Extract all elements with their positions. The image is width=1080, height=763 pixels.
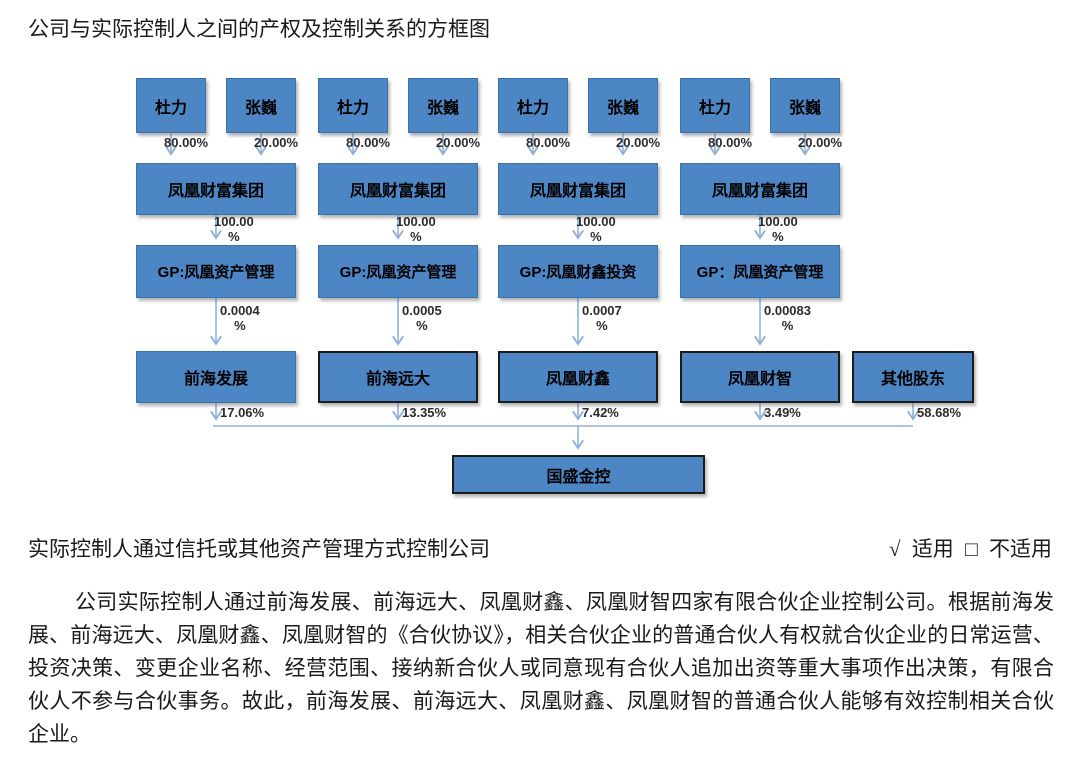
gp-box: GP：凤凰资产管理 <box>680 245 840 298</box>
other-shareholders-label: 其他股东 <box>880 371 945 388</box>
shareholder-name: 张巍 <box>606 99 639 117</box>
gp-name: GP:凤凰资产管理 <box>157 264 275 281</box>
gp-box: GP:凤凰资产管理 <box>136 245 296 298</box>
ownership-pct-label: 58.68% <box>917 405 962 420</box>
ownership-pct-label: 7.42% <box>582 405 619 420</box>
partnership-box: 前海发展 <box>136 351 296 403</box>
other-shareholders-box: 其他股东 <box>852 351 974 403</box>
ownership-pct-label: 20.00% <box>798 135 843 150</box>
partnership-name: 凤凰财鑫 <box>545 371 610 388</box>
ownership-pct-label: 100.00% <box>214 214 254 244</box>
ownership-pct-label: 0.0007% <box>582 303 622 333</box>
ownership-column: 杜力 张巍 80.00% 20.00% 凤凰财富集团 100.00% GP：凤凰… <box>680 0 843 520</box>
ownership-pct-label: 20.00% <box>616 135 661 150</box>
shareholder-box-duli: 杜力 <box>498 78 568 133</box>
shareholder-name: 张巍 <box>244 99 277 117</box>
shareholder-name: 张巍 <box>426 99 459 117</box>
gp-name: GP：凤凰资产管理 <box>696 264 824 281</box>
ownership-pct-label: 100.00% <box>396 214 436 244</box>
body-paragraph: 公司实际控制人通过前海发展、前海远大、凤凰财鑫、凤凰财智四家有限合伙企业控制公司… <box>28 590 1054 746</box>
ownership-pct-label: 17.06% <box>220 405 265 420</box>
page-title: 公司与实际控制人之间的产权及控制关系的方框图 <box>28 17 490 41</box>
ownership-pct-label: 20.00% <box>254 135 299 150</box>
group-company-name: 凤凰财富集团 <box>349 183 446 200</box>
shareholder-box-duli: 杜力 <box>136 78 206 133</box>
group-company-box: 凤凰财富集团 <box>318 163 478 215</box>
partnership-box: 凤凰财鑫 <box>498 351 658 403</box>
gp-name: GP:凤凰资产管理 <box>339 264 457 281</box>
listed-company-box: 国盛金控 <box>452 455 705 494</box>
shareholder-box-zhangwei: 张巍 <box>770 78 840 133</box>
partnership-box: 凤凰财智 <box>680 351 840 403</box>
ownership-pct-label: 80.00% <box>346 135 391 150</box>
statement-text: 实际控制人通过信托或其他资产管理方式控制公司 <box>28 537 490 561</box>
ownership-pct-label: 100.00% <box>576 214 616 244</box>
gp-name: GP:凤凰财鑫投资 <box>519 264 637 281</box>
ownership-pct-label: 80.00% <box>164 135 209 150</box>
applicable-label: 适用 <box>911 537 954 561</box>
ownership-pct-label: 0.0004% <box>220 303 260 333</box>
group-company-name: 凤凰财富集团 <box>167 183 264 200</box>
applicability-options: √ 适用 □ 不适用 <box>883 533 1052 563</box>
ownership-pct-label: 3.49% <box>764 405 801 420</box>
checkbox-icon: □ <box>965 537 978 561</box>
listed-company-name: 国盛金控 <box>546 468 611 486</box>
gp-box: GP:凤凰资产管理 <box>318 245 478 298</box>
group-company-box: 凤凰财富集团 <box>680 163 840 215</box>
group-company-box: 凤凰财富集团 <box>498 163 658 215</box>
shareholder-name: 杜力 <box>516 99 549 117</box>
ownership-column: 杜力 张巍 80.00% 20.00% 凤凰财富集团 100.00% GP:凤凰… <box>136 0 299 520</box>
shareholder-name: 杜力 <box>154 99 187 117</box>
partnership-name: 凤凰财智 <box>727 371 792 388</box>
ownership-pct-label: 0.00083% <box>764 303 811 333</box>
ownership-pct-label: 0.0005% <box>402 303 442 333</box>
ownership-structure-diagram: 杜力 张巍 80.00% 20.00% 凤凰财富集团 100.00% GP:凤凰… <box>136 0 974 520</box>
ownership-pct-label: 80.00% <box>708 135 753 150</box>
shareholder-name: 张巍 <box>788 99 821 117</box>
statement-row: 实际控制人通过信托或其他资产管理方式控制公司 √ 适用 □ 不适用 <box>28 533 1052 563</box>
ownership-column: 杜力 张巍 80.00% 20.00% 凤凰财富集团 100.00% GP:凤凰… <box>498 0 661 520</box>
group-company-name: 凤凰财富集团 <box>711 183 808 200</box>
shareholder-box-duli: 杜力 <box>318 78 388 133</box>
shareholder-name: 杜力 <box>698 99 731 117</box>
ownership-pct-label: 100.00% <box>758 214 798 244</box>
group-company-box: 凤凰财富集团 <box>136 163 296 215</box>
partnership-box: 前海远大 <box>318 351 478 403</box>
partnership-name: 前海远大 <box>365 371 430 388</box>
shareholder-box-duli: 杜力 <box>680 78 750 133</box>
shareholder-name: 杜力 <box>336 99 369 117</box>
check-icon: √ <box>889 537 901 561</box>
ownership-column: 杜力 张巍 80.00% 20.00% 凤凰财富集团 100.00% GP:凤凰… <box>318 0 481 520</box>
group-company-name: 凤凰财富集团 <box>529 183 626 200</box>
shareholder-box-zhangwei: 张巍 <box>226 78 296 133</box>
not-applicable-label: 不适用 <box>989 537 1052 561</box>
shareholder-box-zhangwei: 张巍 <box>408 78 478 133</box>
ownership-pct-label: 20.00% <box>436 135 481 150</box>
partnership-name: 前海发展 <box>183 371 248 388</box>
ownership-pct-label: 13.35% <box>402 405 447 420</box>
ownership-pct-label: 80.00% <box>526 135 571 150</box>
shareholder-box-zhangwei: 张巍 <box>588 78 658 133</box>
gp-box: GP:凤凰财鑫投资 <box>498 245 658 298</box>
